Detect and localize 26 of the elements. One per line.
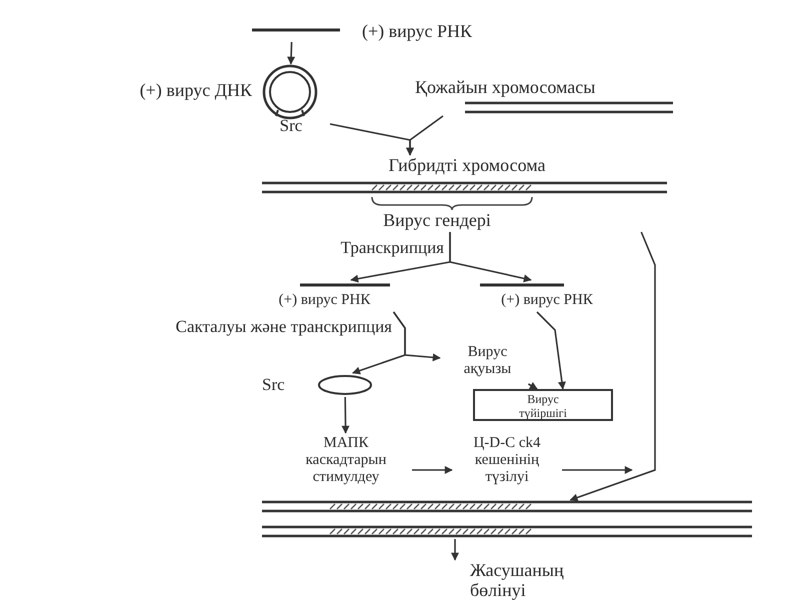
plasmid-label: Src <box>278 116 304 135</box>
arrow <box>449 232 532 282</box>
process-label: Жасушаның бөлінуі <box>470 560 565 600</box>
plasmid-label: (+) вирус ДНК <box>138 80 252 100</box>
process-label: Ц-D-C ck4 кешенінің түзілуі <box>472 435 542 486</box>
arrow <box>570 232 656 502</box>
process-label: Вирус ақуызы <box>462 344 512 378</box>
arrow <box>451 539 459 561</box>
box-label: Вирус түйіршігі <box>518 392 568 420</box>
protein-label: Src <box>262 375 286 394</box>
arrow <box>392 312 441 362</box>
strand-label: (+) вирус РНК <box>362 21 474 41</box>
arrow <box>562 466 633 474</box>
strand-label: (+) вирус РНК <box>278 292 372 309</box>
arrow <box>412 466 453 474</box>
arrow <box>406 115 444 156</box>
strand-label: (+) вирус РНК <box>500 292 594 309</box>
chromosome-label: Қожайын хромосомасы <box>415 77 596 97</box>
arrow <box>287 42 296 65</box>
process-label: МАПК каскадтарын стимулдеу <box>304 435 388 486</box>
arrow <box>342 396 350 434</box>
chromosome-label: Гибридті хромосома <box>387 155 547 175</box>
arrow <box>536 311 566 390</box>
particle-box <box>473 389 613 421</box>
chromosome-label: Вирус гендері <box>382 210 492 230</box>
arrow <box>528 382 538 390</box>
